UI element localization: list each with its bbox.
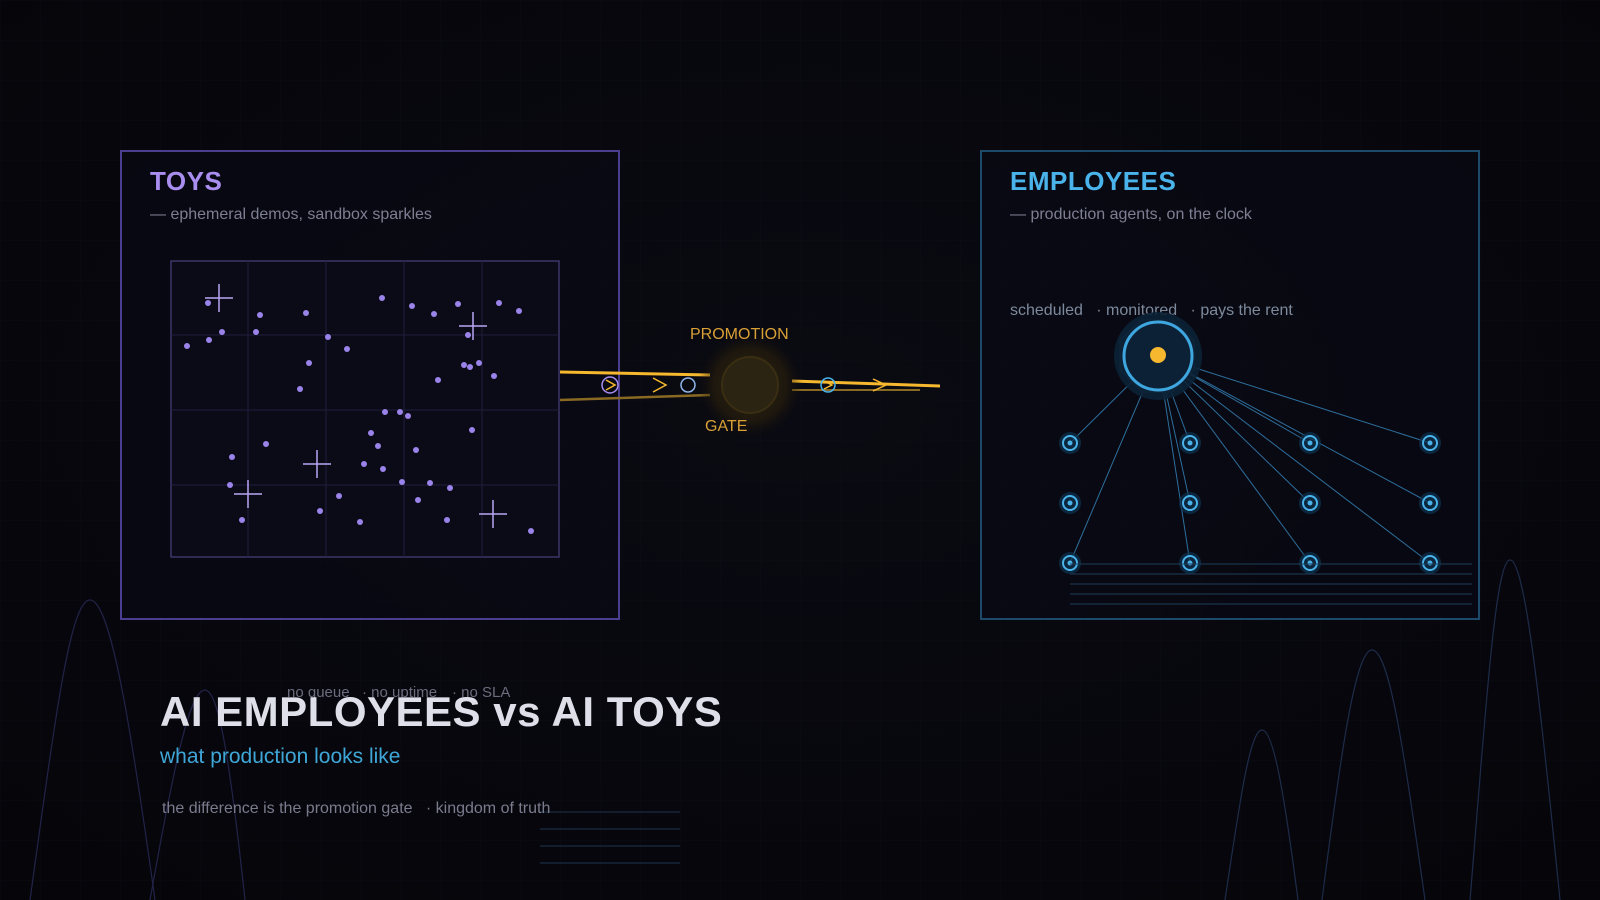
- footer-rule-lines: [540, 811, 680, 864]
- agent-node: [1179, 552, 1201, 574]
- toys-title: TOYS: [150, 166, 223, 196]
- toys-panel: TOYS — ephemeral demos, sandbox sparkles…: [120, 150, 620, 701]
- agent-node: [1419, 492, 1441, 514]
- sparkle-dot: [405, 413, 411, 419]
- agent-node: [1419, 432, 1441, 454]
- sparkle-dot: [325, 334, 331, 340]
- sparkle-dot: [357, 519, 363, 525]
- orchestrator-hub: [1114, 312, 1202, 400]
- sparkle-dot: [336, 493, 342, 499]
- sparkle-cross: [234, 480, 262, 508]
- sparkle-dot: [413, 447, 419, 453]
- main-title: AI EMPLOYEES vs AI TOYS: [160, 688, 723, 735]
- sparkle-dot: [368, 430, 374, 436]
- agent-node: [1419, 552, 1441, 574]
- sparkle-dot: [415, 497, 421, 503]
- sparkle-dot: [409, 303, 415, 309]
- sparkle-dot: [375, 443, 381, 449]
- agent-link: [1157, 355, 1431, 564]
- sparkle-dot: [496, 300, 502, 306]
- sparkle-cross: [459, 312, 487, 340]
- sparkle-dot: [205, 300, 211, 306]
- agent-node: [1299, 492, 1321, 514]
- sparkle-dot: [516, 308, 522, 314]
- main-subtitle: what production looks like: [160, 745, 401, 768]
- sparkle-dot: [427, 480, 433, 486]
- main-footer-caption: the difference is the promotion gate · k…: [162, 800, 551, 817]
- sparkle-dot: [184, 343, 190, 349]
- sparkle-dot: [461, 362, 467, 368]
- toys-tag-no-sla: · no SLA: [452, 684, 511, 701]
- sparkle-dot: [465, 332, 471, 338]
- sparkle-dot: [379, 295, 385, 301]
- sparkle-dot: [528, 528, 534, 534]
- timeline-rules: [1070, 563, 1472, 605]
- sparkle-dot: [306, 360, 312, 366]
- agent-node: [1299, 432, 1321, 454]
- agent-node: [1179, 432, 1201, 454]
- sandbox-scatter-box: [170, 260, 560, 558]
- sparkle-dot: [253, 329, 259, 335]
- employees-panel: EMPLOYEES — production agents, on the cl…: [980, 150, 1480, 620]
- agent-link: [1157, 355, 1431, 444]
- agent-network-diagram: [1059, 312, 1472, 605]
- gate-label-gate: GATE: [705, 418, 748, 435]
- sparkle-dot: [399, 479, 405, 485]
- sparkle-dot: [431, 311, 437, 317]
- sparkle-dot: [361, 461, 367, 467]
- sparkle-dot: [476, 360, 482, 366]
- sparkle-dot: [380, 466, 386, 472]
- sparkle-dot: [219, 329, 225, 335]
- sparkle-dot: [317, 508, 323, 514]
- agent-node: [1059, 552, 1081, 574]
- sparkle-dot: [447, 485, 453, 491]
- sparkle-dot: [303, 310, 309, 316]
- inbound-beam: [560, 370, 711, 402]
- agent-link: [1157, 355, 1431, 504]
- sparkle-cross: [303, 450, 331, 478]
- agent-nodes: [1059, 432, 1441, 574]
- sparkle-dot: [344, 346, 350, 352]
- sparkle-dot: [397, 409, 403, 415]
- sparkle-cross: [205, 284, 233, 312]
- toys-tag-no-queue: no queue: [287, 684, 350, 701]
- agent-node: [1299, 552, 1321, 574]
- sparkle-dot: [297, 386, 303, 392]
- sparkle-dot: [229, 454, 235, 460]
- sparkle-dot: [239, 517, 245, 523]
- sparkle-dot: [467, 364, 473, 370]
- sparkle-dot: [227, 482, 233, 488]
- sparkle-dots: [184, 295, 534, 534]
- sparkle-crosses: [205, 284, 507, 528]
- right-wave-decoration: [1224, 559, 1561, 900]
- left-wave-decoration: [29, 599, 246, 900]
- sparkle-dot: [435, 377, 441, 383]
- sparkle-dot: [206, 337, 212, 343]
- sparkle-cross: [479, 500, 507, 528]
- sparkle-dot: [455, 301, 461, 307]
- sparkle-dot: [444, 517, 450, 523]
- employees-title: EMPLOYEES: [1010, 166, 1177, 196]
- toys-tag-no-uptime: · no uptime: [362, 684, 438, 701]
- employees-tagline: scheduled · monitored · pays the rent: [1010, 302, 1293, 319]
- gate-core: [721, 356, 779, 414]
- agent-node: [1179, 492, 1201, 514]
- flow-packets: [601, 376, 888, 394]
- sparkle-dot: [263, 441, 269, 447]
- outbound-beam: [791, 379, 940, 391]
- orchestrator-links: [1069, 355, 1431, 564]
- agent-node: [1059, 492, 1081, 514]
- sparkle-dot: [382, 409, 388, 415]
- sparkle-dot: [491, 373, 497, 379]
- gate-label-promotion: PROMOTION: [690, 326, 789, 343]
- promotion-gate-diagram: [560, 333, 940, 437]
- sparkle-dot: [469, 427, 475, 433]
- toys-subtitle: — ephemeral demos, sandbox sparkles: [150, 206, 432, 223]
- sparkle-dot: [257, 312, 263, 318]
- employees-subtitle: — production agents, on the clock: [1010, 206, 1252, 223]
- agent-node: [1059, 432, 1081, 454]
